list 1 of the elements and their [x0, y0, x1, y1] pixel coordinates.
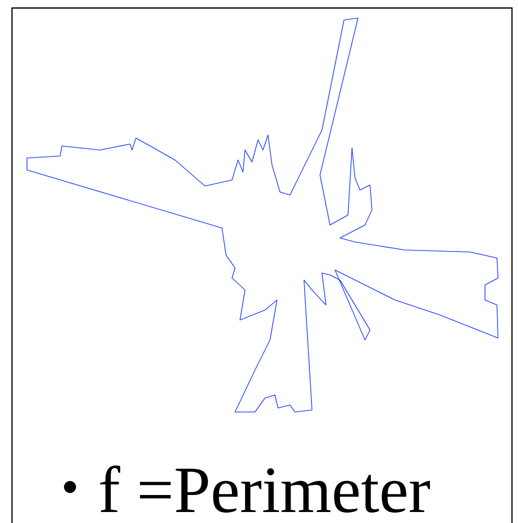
formula-label: f =Perimeter	[100, 466, 430, 513]
